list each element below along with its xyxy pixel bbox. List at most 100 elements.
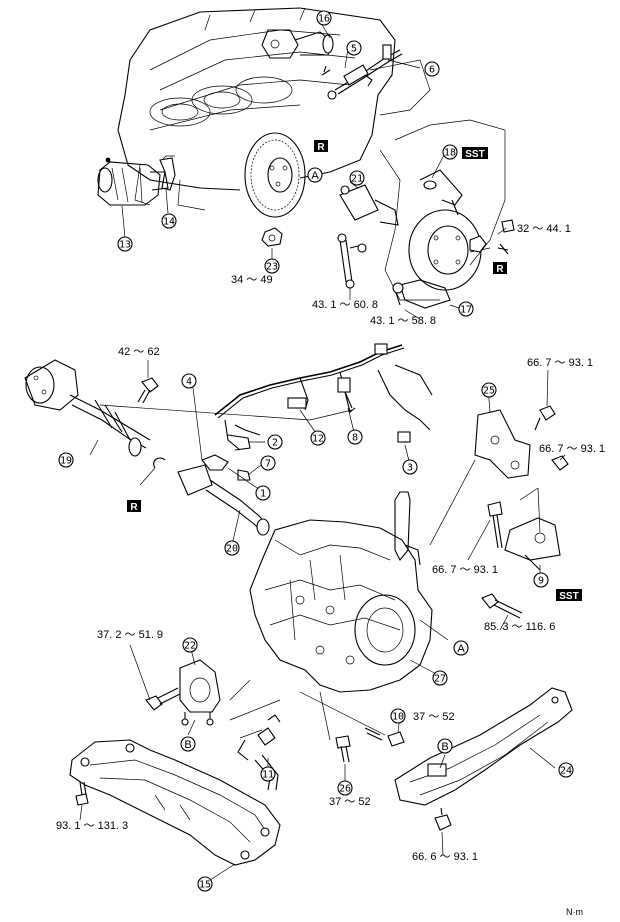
torque-label: 42 ～ 62	[118, 346, 160, 358]
callout-14: 14	[161, 213, 177, 229]
badge-sst-2: SST	[556, 589, 582, 602]
svg-text:7: 7	[265, 459, 271, 470]
svg-text:4: 4	[186, 377, 192, 388]
part-9-transaxle-mount	[504, 517, 561, 571]
callout-22: 22	[182, 637, 198, 653]
torque-labels: 32 ～ 44. 1 34 ～ 49 43. 1 ～ 60. 8 43. 1 ～…	[56, 223, 605, 863]
part-13-starter	[97, 157, 169, 206]
svg-text:11: 11	[262, 770, 274, 781]
callout-10: 10	[390, 708, 406, 724]
part-18-tie-rod-end	[419, 169, 463, 216]
stabilizer-link	[337, 233, 367, 289]
svg-text:15: 15	[199, 880, 211, 891]
svg-text:10: 10	[392, 712, 404, 723]
svg-text:5: 5	[351, 44, 357, 55]
svg-text:26: 26	[339, 784, 351, 795]
torque-label: 43. 1 ～ 60. 8	[312, 299, 378, 311]
svg-text:16: 16	[318, 14, 330, 25]
part-6-clip	[364, 44, 392, 87]
callout-6: 6	[424, 61, 440, 77]
callout-9: 9	[533, 572, 549, 588]
reference-circle-b-right: B	[437, 738, 453, 754]
ref-letter-b: B	[184, 739, 191, 751]
part-19-left-drive-shaft	[24, 359, 151, 457]
torque-label: 66. 7 ～ 93. 1	[527, 357, 593, 369]
svg-text:R: R	[496, 264, 504, 275]
svg-text:27: 27	[434, 674, 446, 685]
callout-26: 26	[337, 780, 353, 796]
wiring-harness	[201, 343, 433, 481]
callout-23: 23	[264, 258, 280, 274]
badge-r-2: R	[493, 262, 507, 275]
callout-27: 27	[432, 670, 448, 686]
svg-text:24: 24	[560, 766, 572, 777]
callout-16: 16	[316, 10, 332, 26]
torque-label: 34 ～ 49	[231, 274, 273, 286]
part-25-mount-bracket	[474, 409, 531, 479]
part-23-nut	[261, 227, 283, 247]
svg-text:18: 18	[444, 148, 456, 159]
bolt-42-62	[137, 377, 159, 404]
part-21-joint-shaft	[339, 184, 399, 226]
ref-letter-a: A	[457, 643, 465, 655]
flywheel	[244, 132, 306, 218]
torque-label: 66. 7 ～ 93. 1	[432, 564, 498, 576]
callout-25: 25	[481, 382, 497, 398]
svg-text:12: 12	[312, 434, 324, 445]
callout-4: 4	[181, 373, 197, 389]
bolt-66-7-upper	[534, 405, 569, 471]
reference-circle-b-left: B	[180, 736, 196, 752]
callout-11: 11	[260, 766, 276, 782]
callout-13: 13	[117, 236, 133, 252]
engine-block	[117, 7, 506, 301]
svg-text:3: 3	[407, 463, 413, 474]
part-27-transaxle	[249, 491, 433, 693]
callout-7: 7	[260, 455, 276, 471]
svg-text:6: 6	[429, 65, 435, 76]
callout-17: 17	[458, 301, 474, 317]
svg-text:SST: SST	[465, 149, 484, 160]
callout-2: 2	[267, 434, 283, 450]
part-15-front-crossmember	[69, 739, 281, 866]
ref-letter-a: A	[311, 170, 319, 182]
part-castle-nut	[497, 219, 515, 255]
svg-text:R: R	[317, 142, 325, 153]
svg-text:1: 1	[260, 489, 266, 500]
reference-circle-a-lower: A	[453, 640, 469, 656]
badge-sst-1: SST	[462, 147, 488, 160]
svg-text:14: 14	[163, 217, 175, 228]
bolt-66-7-lower	[487, 501, 503, 549]
part-callouts: 16 5 6 18 21 14 13 23 17 4 25 12 8 2 19 …	[58, 10, 574, 892]
torque-label: 66. 6 ～ 93. 1	[412, 851, 478, 863]
torque-label: 32 ～ 44. 1	[517, 223, 571, 235]
svg-text:23: 23	[266, 262, 278, 273]
steering-knuckle-hub	[408, 209, 491, 291]
torque-label: 93. 1 ～ 131. 3	[56, 820, 128, 832]
svg-text:20: 20	[226, 544, 238, 555]
part-14-starter-bracket	[159, 155, 176, 191]
snap-ring	[153, 457, 166, 469]
part-10-bolt	[364, 727, 405, 747]
part-17-ball-joint	[392, 279, 451, 309]
torque-label: 37. 2 ～ 51. 9	[97, 629, 163, 641]
torque-label: 85. 3 ～ 116. 6	[484, 621, 555, 633]
svg-text:25: 25	[483, 386, 495, 397]
nut-66-6	[434, 807, 452, 831]
svg-text:SST: SST	[559, 591, 578, 602]
svg-text:17: 17	[460, 305, 472, 316]
bolt-93-1	[75, 781, 89, 806]
part-16-exhaust-flange	[261, 29, 334, 59]
ref-letter-b: B	[441, 741, 448, 753]
part-5-cable-end	[321, 49, 403, 100]
callout-5: 5	[346, 40, 362, 56]
svg-text:22: 22	[184, 641, 196, 652]
callout-8: 8	[347, 429, 363, 445]
badge-r-1: R	[314, 140, 328, 153]
svg-text:2: 2	[272, 438, 278, 449]
svg-text:8: 8	[352, 433, 358, 444]
part-20-right-drive-shaft	[177, 464, 270, 536]
bolt-37-2	[145, 687, 181, 711]
callout-1: 1	[255, 485, 271, 501]
